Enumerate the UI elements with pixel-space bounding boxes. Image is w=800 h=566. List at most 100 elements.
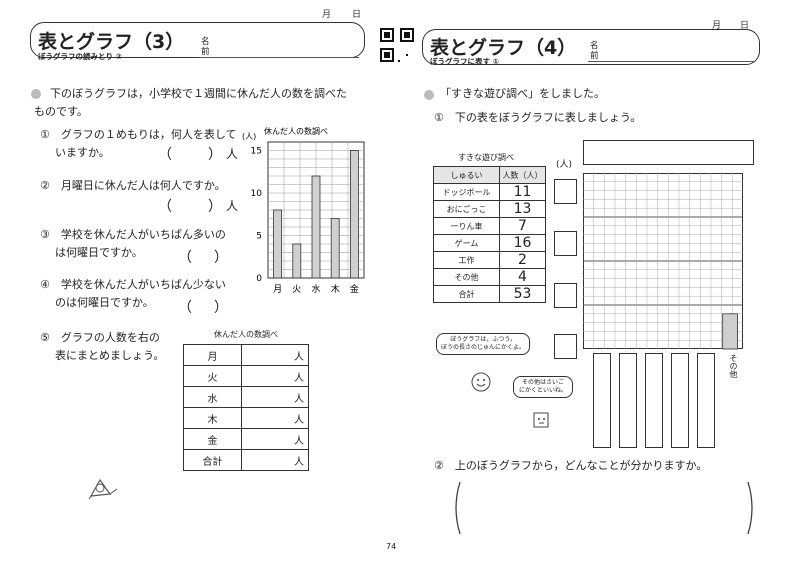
bullet-icon — [31, 89, 41, 99]
summary-table-row: 金人 — [183, 428, 309, 450]
category-label-box-4[interactable] — [671, 353, 689, 448]
y-tick-5: 5 — [256, 232, 262, 242]
right-intro: 「すきな遊び調べ」をしました。 — [440, 87, 605, 100]
absence-bar-chart: 休んだ人の数調べ (人) 051015 月火水木金 — [242, 126, 365, 295]
answer-1-unit: 人 — [226, 147, 239, 161]
bar-1 — [292, 243, 302, 279]
graph-scale-input-box-4[interactable] — [554, 334, 577, 359]
name-label-bottom: 前 — [201, 47, 210, 57]
summary-count-cell[interactable]: 人 — [241, 407, 309, 429]
play-kind-cell: 合計 — [433, 285, 500, 303]
category-label-box-2[interactable] — [619, 353, 637, 448]
right-name-label-top: 名 — [590, 41, 599, 51]
graph-title-input-box[interactable] — [583, 140, 754, 165]
hint-bubble-1-line-2: ぼうの長さのじゅんにかくよ。 — [441, 344, 526, 351]
play-kind-cell: ドッジボール — [433, 183, 500, 201]
qr-module — [406, 54, 408, 56]
answer-1-close-paren: ） — [208, 147, 222, 163]
summary-table-title: 休んだ人の数調べ — [214, 330, 278, 339]
right-name-field[interactable] — [588, 61, 754, 62]
graph-sonota-label: その他 — [729, 354, 738, 378]
summary-day-cell: 木 — [183, 407, 242, 429]
qr-finder-inner — [384, 32, 390, 38]
category-label-box-1[interactable] — [593, 353, 611, 448]
title-box — [30, 22, 365, 58]
x-label-3: 木 — [331, 283, 340, 295]
bar-2 — [311, 175, 321, 279]
qr-finder-inner — [384, 52, 390, 58]
question-5-line-1: ⑤ グラフの人数を右の — [40, 331, 160, 344]
name-field[interactable] — [199, 57, 359, 58]
x-label-0: 月 — [273, 284, 282, 295]
summary-count-cell[interactable]: 人 — [241, 365, 309, 387]
play-kind-cell: ゲーム — [433, 234, 500, 252]
answer-4-open-paren: （ — [178, 300, 192, 316]
summary-day-cell: 水 — [183, 386, 242, 408]
summary-count-cell[interactable]: 人 — [241, 344, 309, 366]
summary-table-row: 水人 — [183, 386, 309, 408]
chart-title: 休んだ人の数調べ — [264, 126, 328, 136]
play-kind-cell: 一りん車 — [433, 217, 500, 235]
right-question-1: ① 下の表をぼうグラフに表しましょう。 — [434, 111, 642, 124]
name-label-top: 名 — [201, 37, 210, 47]
answer-2-open-paren: （ — [158, 199, 172, 215]
play-count-cell: 7 — [499, 217, 546, 235]
blank-bar-graph-grid[interactable] — [583, 173, 743, 350]
category-label-box-3[interactable] — [645, 353, 663, 448]
summary-table-row: 火人 — [183, 365, 309, 387]
bar-4 — [350, 150, 359, 279]
mascot-illustration — [88, 478, 118, 500]
summary-count-cell[interactable]: 人 — [241, 449, 309, 471]
answer-4-close-paren: ） — [214, 300, 228, 316]
y-tick-0: 0 — [256, 274, 262, 284]
graph-scale-input-box-3[interactable] — [554, 283, 577, 308]
answer-2-bracket-area[interactable] — [450, 478, 760, 538]
right-title-box — [422, 29, 760, 65]
category-label-box-5[interactable] — [697, 353, 715, 448]
summary-table-row: 合計人 — [183, 449, 309, 471]
sonota-bar — [722, 313, 739, 350]
answer-1-open-paren: （ — [158, 147, 172, 163]
hint-bubble-1: ぼうグラフは，ふつう， ぼうの長さのじゅんにかくよ。 — [436, 333, 530, 355]
qr-code[interactable] — [380, 28, 414, 62]
qr-module — [398, 60, 400, 62]
right-page-subtitle: ぼうグラフに表す ① — [430, 57, 499, 66]
question-5-line-2: 表にまとめましょう。 — [55, 349, 165, 362]
graph-scale-input-box-1[interactable] — [554, 179, 577, 204]
graph-scale-input-box-2[interactable] — [554, 231, 577, 256]
x-label-1: 火 — [292, 284, 301, 295]
summary-count-cell[interactable]: 人 — [241, 428, 309, 450]
y-tick-10: 10 — [251, 189, 263, 199]
answer-2-close-paren: ） — [208, 199, 222, 215]
summary-count-cell[interactable]: 人 — [241, 386, 309, 408]
graph-y-unit: (人) — [556, 160, 573, 170]
play-table-title: すきな遊び調べ — [458, 153, 514, 162]
summary-table-row: 月人 — [183, 344, 309, 366]
summary-table-row: 木人 — [183, 407, 309, 429]
play-table-header-cell: 人数（人） — [499, 166, 546, 184]
play-table-header-cell: しゅるい — [433, 166, 500, 184]
summary-table: 月人火人水人木人金人合計人 — [183, 344, 309, 471]
date-day-label: 日 — [352, 10, 362, 20]
date-month-label: 月 — [322, 10, 332, 20]
summary-day-cell: 金 — [183, 428, 242, 450]
right-date-month-label: 月 — [712, 21, 722, 31]
question-3-line-1: ③ 学校を休んだ人がいちばん多いの — [40, 228, 226, 241]
play-count-cell: 16 — [499, 234, 546, 252]
hint-bubble-2-line-1: その他はさいご — [521, 379, 564, 386]
x-label-4: 金 — [350, 283, 359, 295]
question-4-line-2: のは何曜日ですか。 — [55, 296, 154, 309]
question-2-line-1: ② 月曜日に休んだ人は何人ですか。 — [40, 179, 226, 192]
smiling-character-icon — [471, 372, 491, 392]
page-title: 表とグラフ（3） — [38, 31, 185, 53]
chart-bars — [273, 150, 359, 279]
play-kind-cell: その他 — [433, 268, 500, 286]
play-kind-cell: おにごっこ — [433, 200, 500, 218]
